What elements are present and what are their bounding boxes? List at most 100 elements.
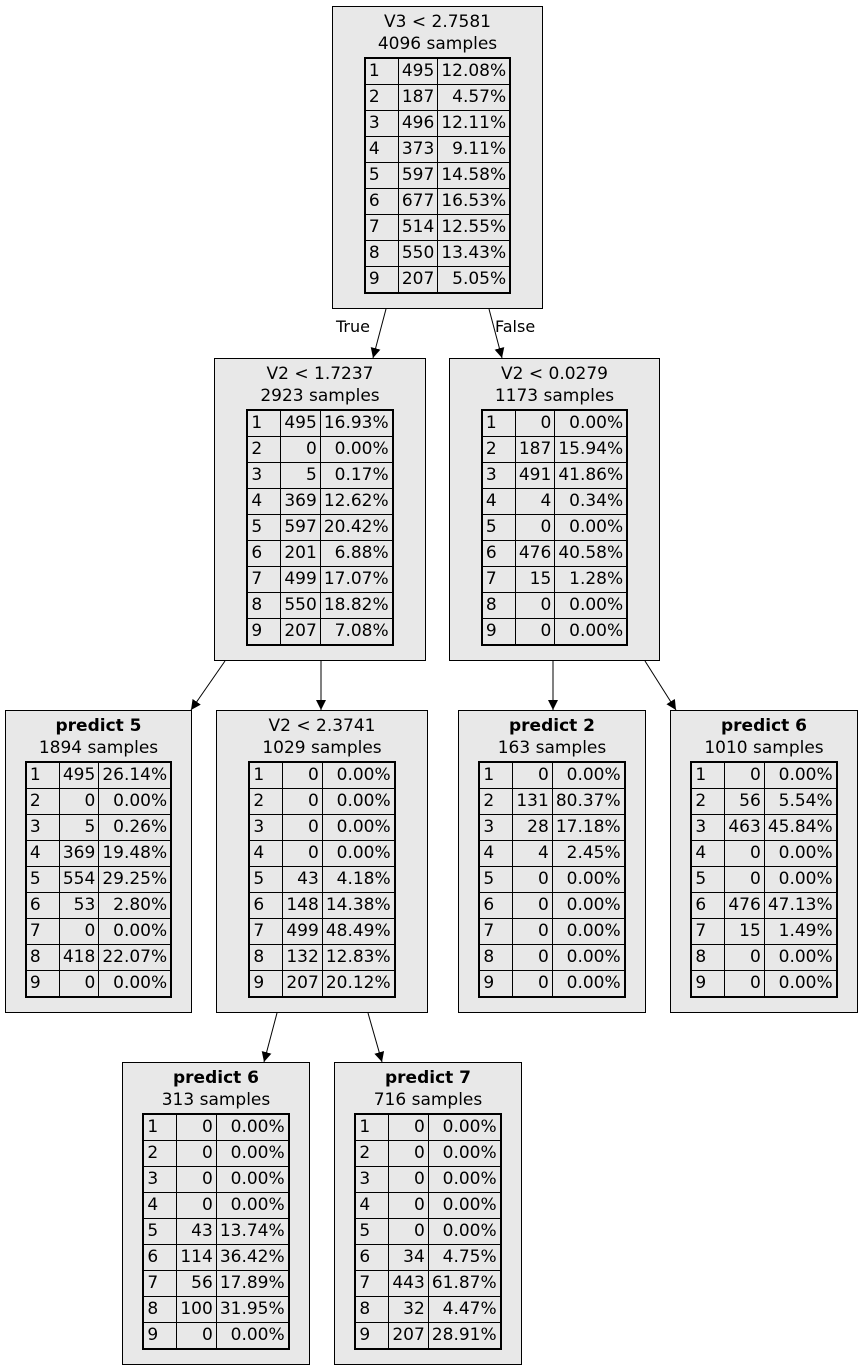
- percent-cell: 0.00%: [321, 840, 396, 867]
- count-cell: 0: [724, 970, 765, 998]
- count-cell: 148: [282, 892, 323, 919]
- class-label-cell: 8: [364, 240, 399, 267]
- class-label-cell: 4: [481, 488, 516, 515]
- count-cell: 4: [514, 488, 556, 515]
- percent-cell: 0.00%: [551, 866, 626, 893]
- percent-cell: 15.94%: [554, 436, 628, 463]
- class-label-cell: 2: [481, 436, 516, 463]
- percent-cell: 45.84%: [763, 814, 838, 841]
- count-cell: 369: [280, 488, 321, 515]
- sample-count: 1010 samples: [704, 738, 824, 758]
- percent-cell: 0.00%: [98, 788, 172, 815]
- count-cell: 34: [388, 1244, 429, 1271]
- sample-count: 1029 samples: [262, 738, 382, 758]
- count-cell: 0: [176, 1140, 217, 1167]
- percent-cell: 0.00%: [551, 970, 626, 998]
- class-label-cell: 8: [248, 944, 284, 971]
- percent-cell: 48.49%: [321, 918, 396, 945]
- count-cell: 5: [280, 462, 321, 489]
- class-label-cell: 1: [248, 761, 284, 789]
- class-label-cell: 2: [354, 1140, 390, 1167]
- count-cell: 187: [397, 84, 439, 111]
- count-cell: 5: [58, 814, 100, 841]
- class-label-cell: 9: [248, 970, 284, 998]
- sample-count: 313 samples: [161, 1090, 271, 1110]
- percent-cell: 0.00%: [551, 918, 626, 945]
- class-label-cell: 2: [25, 788, 60, 815]
- class-label-cell: 7: [481, 566, 516, 593]
- class-label-cell: 2: [364, 84, 399, 111]
- percent-cell: 0.00%: [554, 592, 628, 619]
- percent-cell: 0.00%: [215, 1322, 290, 1350]
- percent-cell: 0.26%: [98, 814, 172, 841]
- class-label-cell: 1: [354, 1113, 390, 1141]
- sample-count: 716 samples: [373, 1090, 483, 1110]
- percent-cell: 36.42%: [215, 1244, 290, 1271]
- count-cell: 207: [388, 1322, 429, 1350]
- class-label-cell: 2: [246, 436, 282, 463]
- percent-cell: 0.00%: [319, 436, 394, 463]
- percent-cell: 0.00%: [215, 1192, 290, 1219]
- count-cell: 0: [388, 1218, 429, 1245]
- percent-cell: 0.00%: [554, 618, 628, 646]
- count-cell: 463: [724, 814, 765, 841]
- count-cell: 0: [282, 788, 323, 815]
- percent-cell: 4.57%: [437, 84, 511, 111]
- class-label-cell: 2: [142, 1140, 178, 1167]
- count-cell: 201: [280, 540, 321, 567]
- percent-cell: 0.00%: [551, 892, 626, 919]
- class-label-cell: 3: [690, 814, 726, 841]
- class-label-cell: 5: [248, 866, 284, 893]
- percent-cell: 28.91%: [427, 1322, 502, 1350]
- count-cell: 0: [176, 1113, 217, 1141]
- class-label-cell: 9: [690, 970, 726, 998]
- count-cell: 0: [512, 866, 553, 893]
- count-cell: 0: [58, 918, 100, 945]
- percent-cell: 47.13%: [763, 892, 838, 919]
- class-label-cell: 9: [478, 970, 514, 998]
- count-cell: 597: [397, 162, 439, 189]
- percent-cell: 0.00%: [554, 514, 628, 541]
- count-cell: 0: [514, 514, 556, 541]
- class-label-cell: 5: [246, 514, 282, 541]
- class-label-cell: 5: [690, 866, 726, 893]
- prediction-label: predict 6: [720, 716, 808, 736]
- percent-cell: 18.82%: [319, 592, 394, 619]
- percent-cell: 12.83%: [321, 944, 396, 971]
- class-label-cell: 5: [481, 514, 516, 541]
- count-cell: 0: [282, 761, 323, 789]
- percent-cell: 20.42%: [319, 514, 394, 541]
- count-cell: 0: [514, 618, 556, 646]
- class-label-cell: 6: [481, 540, 516, 567]
- percent-cell: 22.07%: [98, 944, 172, 971]
- count-cell: 0: [282, 840, 323, 867]
- count-cell: 4: [512, 840, 553, 867]
- count-cell: 499: [282, 918, 323, 945]
- percent-cell: 0.00%: [427, 1166, 502, 1193]
- percent-cell: 0.00%: [763, 970, 838, 998]
- count-cell: 0: [512, 918, 553, 945]
- class-label-cell: 9: [354, 1322, 390, 1350]
- percent-cell: 0.00%: [215, 1140, 290, 1167]
